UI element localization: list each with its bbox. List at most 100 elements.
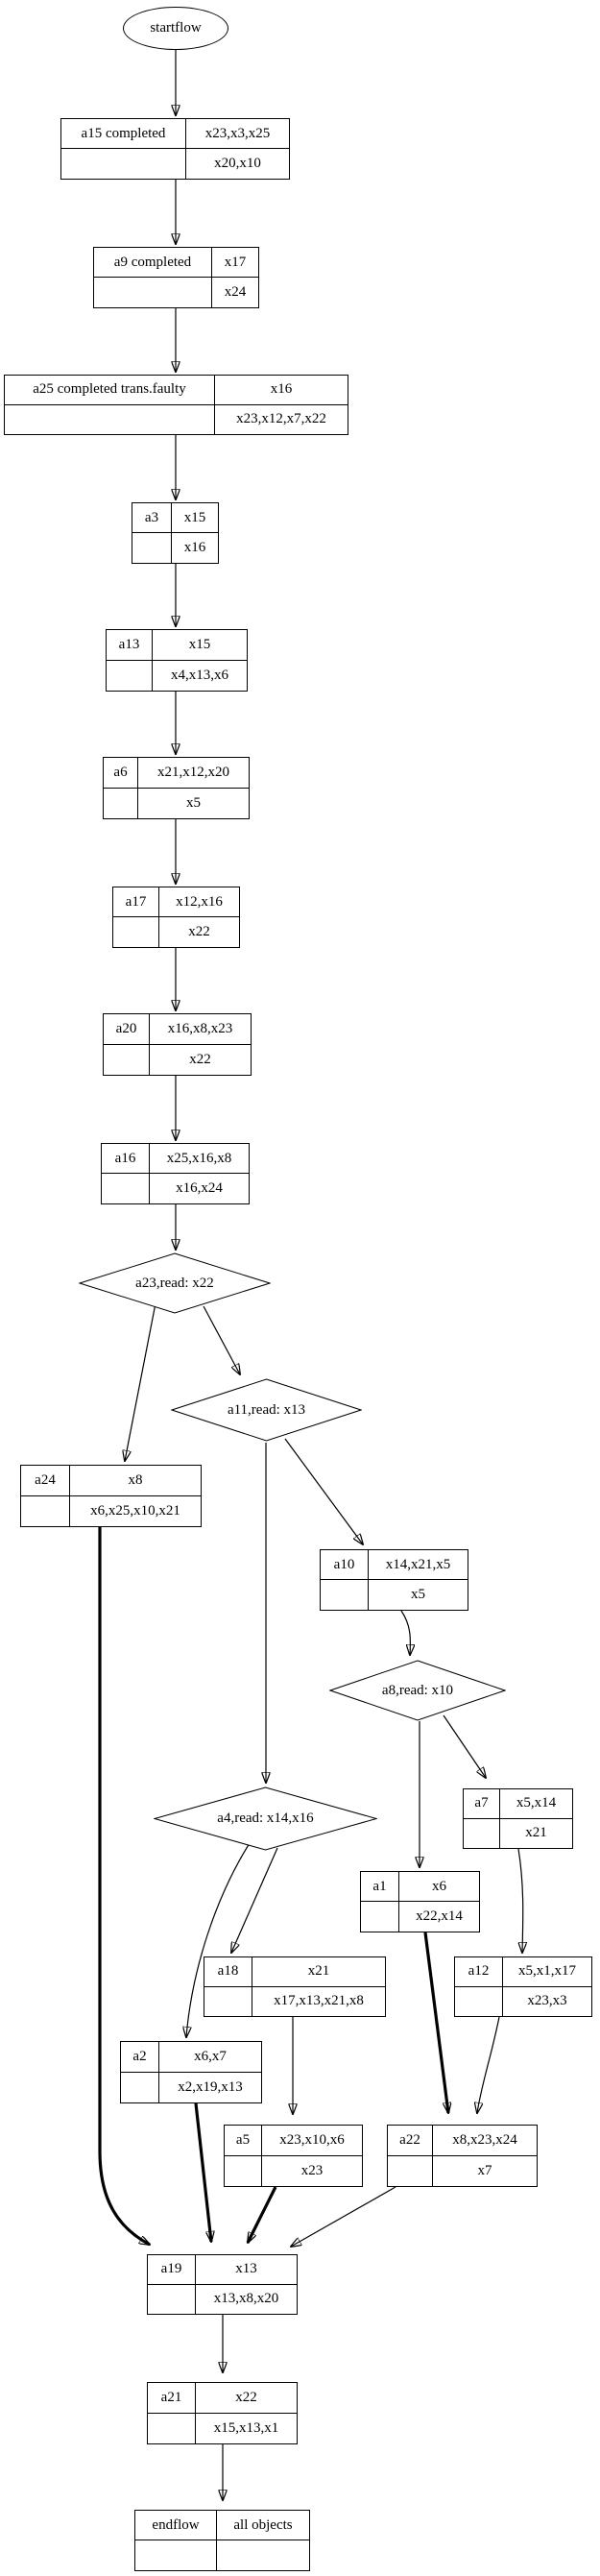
node-a12-bottom-right: x23,x3 <box>527 1993 567 2009</box>
node-a15-top-right: x23,x3,x25 <box>186 119 289 149</box>
node-a20-bottom-right: x22 <box>189 1051 211 1067</box>
node-a9-bottom-left <box>94 278 212 307</box>
node-a13-bottom-right: x4,x13,x6 <box>171 667 228 683</box>
node-a18-bottom-right: x17,x13,x21,x8 <box>274 1993 364 2009</box>
edge-a24-a19 <box>98 1527 150 2247</box>
node-a5-bottom-right: x23 <box>300 2162 324 2178</box>
node-a13-label: a13 <box>107 630 153 661</box>
node-a25-bottom-right: x23,x12,x7,x22 <box>236 411 326 427</box>
node-a22-bottom-left <box>388 2155 433 2186</box>
node-a3-bottom-right: x16 <box>183 540 206 555</box>
node-a17-bottom-right: x22 <box>188 924 210 939</box>
node-a13-bottom-left <box>107 660 153 691</box>
node-a20-top-right: x16,x8,x23 <box>150 1014 251 1045</box>
node-a18-bottom-left <box>204 1986 252 2016</box>
node-a18-label: a18 <box>204 1957 252 1987</box>
node-a25: a25 completed trans.faulty x16 x23,x12,x… <box>4 375 348 435</box>
node-a22: a22 x8,x23,x24 x7 <box>387 2125 538 2187</box>
node-a10: a10 x14,x21,x5 x5 <box>320 1549 468 1611</box>
edge-a5-a19 <box>246 2186 277 2243</box>
decision-a8: a8,read: x10 <box>329 1660 506 1721</box>
edge-a7-a12 <box>517 1848 523 1953</box>
node-a24-top-right: x8 <box>70 1466 201 1496</box>
node-a16-label: a16 <box>102 1144 150 1174</box>
node-a22-top-right: x8,x23,x24 <box>433 2126 537 2156</box>
node-a7-bottom-left <box>464 1818 500 1848</box>
node-a25-bottom-left <box>5 404 215 434</box>
node-a16-bottom-left <box>102 1174 150 1203</box>
node-a6-bottom-right: x5 <box>186 794 201 811</box>
node-a6-label: a6 <box>104 758 138 789</box>
node-endflow-label: endflow <box>135 2511 217 2540</box>
node-a19-label: a19 <box>148 2255 196 2285</box>
edge-a10-a8 <box>400 1610 410 1655</box>
node-a13-top-right: x15 <box>153 630 247 661</box>
node-a7: a7 x5,x14 x21 <box>463 1788 573 1849</box>
node-a17: a17 x12,x16 x22 <box>112 887 240 948</box>
node-a10-bottom-left <box>321 1580 369 1610</box>
node-a21: a21 x22 x15,x13,x1 <box>147 2382 298 2444</box>
node-startflow-label: startflow <box>150 20 202 36</box>
edge-a12-a22 <box>477 2016 500 2113</box>
node-a2-top-right: x6,x7 <box>159 2042 261 2073</box>
node-a18-top-right: x21 <box>252 1957 385 1987</box>
node-a24-bottom-right: x6,x25,x10,x21 <box>90 1502 180 1519</box>
node-a1-label: a1 <box>361 1872 399 1902</box>
decision-a23: a23,read: x22 <box>79 1252 271 1314</box>
edge-a4-a18 <box>231 1847 278 1953</box>
node-a21-label: a21 <box>148 2383 196 2414</box>
node-a7-bottom-right: x21 <box>525 1825 547 1841</box>
node-a25-label: a25 completed trans.faulty <box>5 376 215 405</box>
decision-a11-label: a11,read: x13 <box>227 1401 306 1418</box>
node-a15: a15 completed x23,x3,x25 x20,x10 <box>60 118 290 180</box>
node-a16: a16 x25,x16,x8 x16,x24 <box>101 1143 250 1204</box>
node-endflow-bottom-left <box>135 2540 217 2570</box>
node-a2-label: a2 <box>121 2042 159 2073</box>
node-a19-bottom-left <box>148 2284 196 2314</box>
edge-a4-a2 <box>186 1842 251 2037</box>
decision-a4: a4,read: x14,x16 <box>154 1786 377 1851</box>
node-a24-label: a24 <box>21 1466 70 1496</box>
node-a9: a9 completed x17 x24 <box>93 247 259 308</box>
edge-a11-a10 <box>284 1438 363 1544</box>
node-a2-bottom-right: x2,x19,x13 <box>178 2078 243 2095</box>
node-a21-bottom-right: x15,x13,x1 <box>213 2419 279 2436</box>
node-a3-label: a3 <box>132 503 172 533</box>
node-a3-top-right: x15 <box>172 503 218 533</box>
node-a10-top-right: x14,x21,x5 <box>369 1550 468 1580</box>
node-startflow: startflow <box>123 7 228 50</box>
node-a15-label: a15 completed <box>61 119 186 149</box>
node-a18: a18 x21 x17,x13,x21,x8 <box>204 1956 386 2017</box>
node-a24-bottom-left <box>21 1495 70 1526</box>
decision-a4-label: a4,read: x14,x16 <box>217 1810 314 1826</box>
node-a22-bottom-right: x7 <box>477 2162 492 2178</box>
node-a1-bottom-left <box>361 1902 399 1932</box>
node-a15-bottom-left <box>61 149 186 179</box>
node-a16-top-right: x25,x16,x8 <box>150 1144 249 1174</box>
node-a10-bottom-right: x5 <box>411 1587 425 1602</box>
decision-a23-label: a23,read: x22 <box>135 1275 214 1291</box>
node-a12-label: a12 <box>455 1957 503 1987</box>
node-a5-top-right: x23,x10,x6 <box>262 2126 362 2156</box>
node-a25-top-right: x16 <box>215 376 348 405</box>
node-a2: a2 x6,x7 x2,x19,x13 <box>120 2041 262 2103</box>
node-endflow-bottom-right <box>217 2540 309 2570</box>
node-a7-label: a7 <box>464 1789 500 1819</box>
node-a1-top-right: x6 <box>399 1872 479 1902</box>
node-a5: a5 x23,x10,x6 x23 <box>224 2125 363 2187</box>
node-a12: a12 x5,x1,x17 x23,x3 <box>454 1956 592 2017</box>
node-a1-bottom-right: x22,x14 <box>416 1908 463 1924</box>
node-a20: a20 x16,x8,x23 x22 <box>103 1013 252 1076</box>
edge-a22-a19 <box>291 2186 396 2247</box>
node-a1: a1 x6 x22,x14 <box>360 1871 480 1932</box>
node-a22-label: a22 <box>388 2126 433 2156</box>
node-a20-label: a20 <box>104 1014 150 1045</box>
node-a9-label: a9 completed <box>94 248 212 278</box>
node-a2-bottom-left <box>121 2072 159 2102</box>
node-a19: a19 x13 x13,x8,x20 <box>147 2254 298 2315</box>
node-a6-bottom-left <box>104 788 138 818</box>
edge-a8-a7 <box>443 1714 486 1778</box>
node-a16-bottom-right: x16,x24 <box>176 1180 223 1196</box>
